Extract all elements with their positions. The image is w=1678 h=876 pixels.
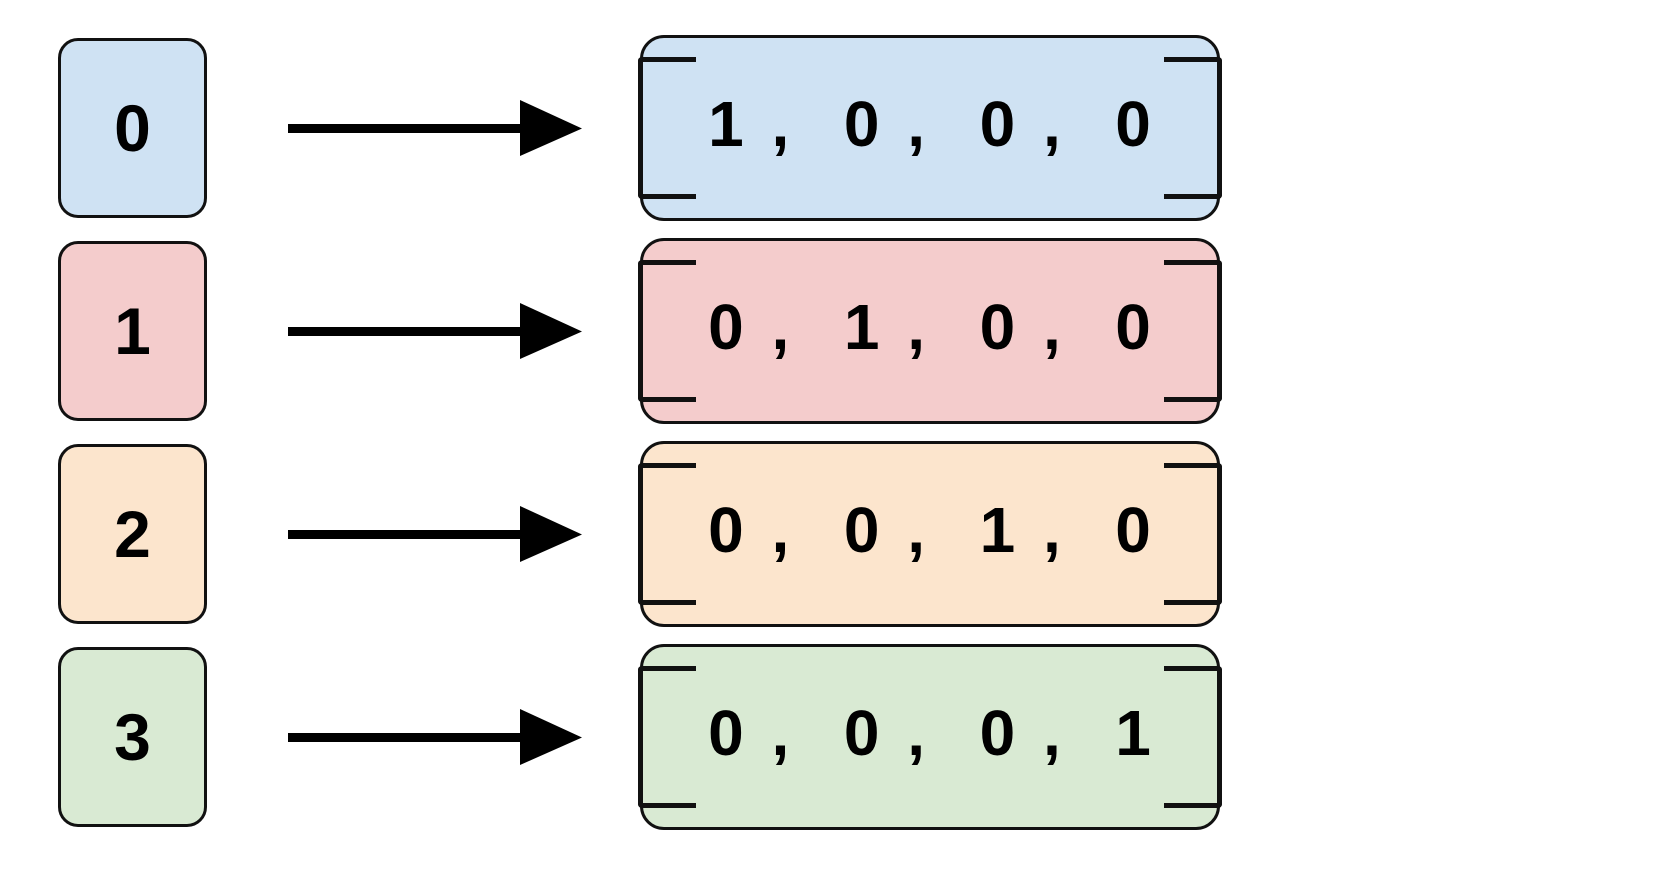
right-arrow-icon bbox=[288, 709, 582, 765]
left-bracket-icon bbox=[638, 666, 697, 808]
left-bracket-icon bbox=[638, 57, 697, 199]
one-hot-vector-1: 0 , 1 , 0 , 0 bbox=[708, 291, 1152, 363]
one-hot-vector-box-3: 0 , 0 , 0 , 1 bbox=[638, 644, 1222, 830]
category-label-3: 3 bbox=[114, 700, 151, 774]
encoding-row-1: 1 0 , 1 , 0 , 0 bbox=[0, 238, 1678, 424]
one-hot-vector-0: 1 , 0 , 0 , 0 bbox=[708, 88, 1152, 160]
right-arrow-icon bbox=[288, 506, 582, 562]
category-label-box-2: 2 bbox=[58, 444, 207, 624]
category-label-2: 2 bbox=[114, 497, 151, 571]
category-label-0: 0 bbox=[114, 91, 151, 165]
one-hot-vector-box-2: 0 , 0 , 1 , 0 bbox=[638, 441, 1222, 627]
left-bracket-icon bbox=[638, 463, 697, 605]
right-bracket-icon bbox=[1163, 260, 1222, 402]
encoding-row-0: 0 1 , 0 , 0 , 0 bbox=[0, 35, 1678, 221]
right-arrow-icon bbox=[288, 100, 582, 156]
encoding-row-3: 3 0 , 0 , 0 , 1 bbox=[0, 644, 1678, 830]
left-bracket-icon bbox=[638, 260, 697, 402]
one-hot-vector-box-1: 0 , 1 , 0 , 0 bbox=[638, 238, 1222, 424]
encoding-row-2: 2 0 , 0 , 1 , 0 bbox=[0, 441, 1678, 627]
right-arrow-icon bbox=[288, 303, 582, 359]
right-bracket-icon bbox=[1163, 666, 1222, 808]
right-bracket-icon bbox=[1163, 57, 1222, 199]
right-bracket-icon bbox=[1163, 463, 1222, 605]
category-label-box-0: 0 bbox=[58, 38, 207, 218]
category-label-1: 1 bbox=[114, 294, 151, 368]
one-hot-vector-2: 0 , 0 , 1 , 0 bbox=[708, 494, 1152, 566]
category-label-box-1: 1 bbox=[58, 241, 207, 421]
one-hot-vector-box-0: 1 , 0 , 0 , 0 bbox=[638, 35, 1222, 221]
one-hot-vector-3: 0 , 0 , 0 , 1 bbox=[708, 697, 1152, 769]
category-label-box-3: 3 bbox=[58, 647, 207, 827]
